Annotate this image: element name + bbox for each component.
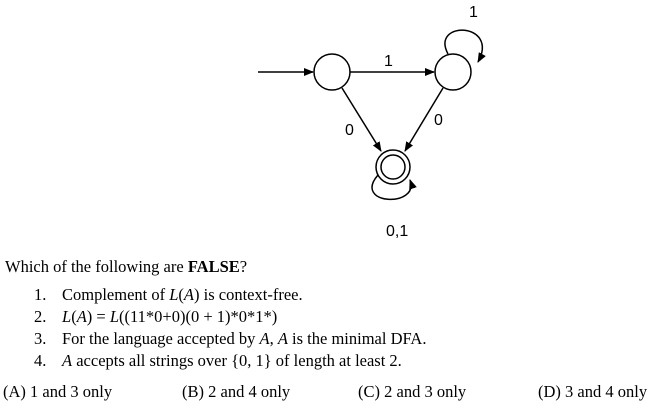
label-self-q1: 1: [469, 4, 478, 21]
self-loop-q1: [444, 29, 486, 63]
option-c[interactable]: (C) 2 and 3 only: [358, 382, 467, 401]
label-edge-q0-q1: 1: [384, 53, 393, 70]
self-loop-q2: [371, 174, 417, 200]
option-a[interactable]: (A) 1 and 3 only: [3, 382, 113, 401]
label-edge-q1-q2: 0: [434, 112, 443, 129]
edge-q0-q2: [341, 87, 382, 152]
edge-q1-q2: [404, 87, 444, 152]
question-emphasis: FALSE: [187, 257, 240, 276]
option-b[interactable]: (B) 2 and 4 only: [182, 382, 291, 401]
question-text: Which of the following are FALSE?: [5, 257, 248, 276]
statement-3: 3.For the language accepted by A, A is t…: [34, 329, 427, 348]
statement-2: 2.L(A) = L((11*0+0)(0 + 1)*0*1*): [34, 307, 278, 326]
statement-4: 4.A accepts all strings over {0, 1} of l…: [34, 351, 402, 370]
state-q2-inner-ring: [380, 154, 406, 180]
option-d[interactable]: (D) 3 and 4 only: [538, 382, 648, 401]
state-q1: [434, 53, 472, 91]
statement-1: 1.Complement of L(A) is context-free.: [34, 285, 303, 304]
label-self-q2: 0,1: [386, 223, 408, 240]
state-q0: [313, 53, 351, 91]
dfa-diagram: 1 1 0 0 0,1: [258, 4, 486, 240]
label-edge-q0-q2: 0: [345, 122, 354, 139]
